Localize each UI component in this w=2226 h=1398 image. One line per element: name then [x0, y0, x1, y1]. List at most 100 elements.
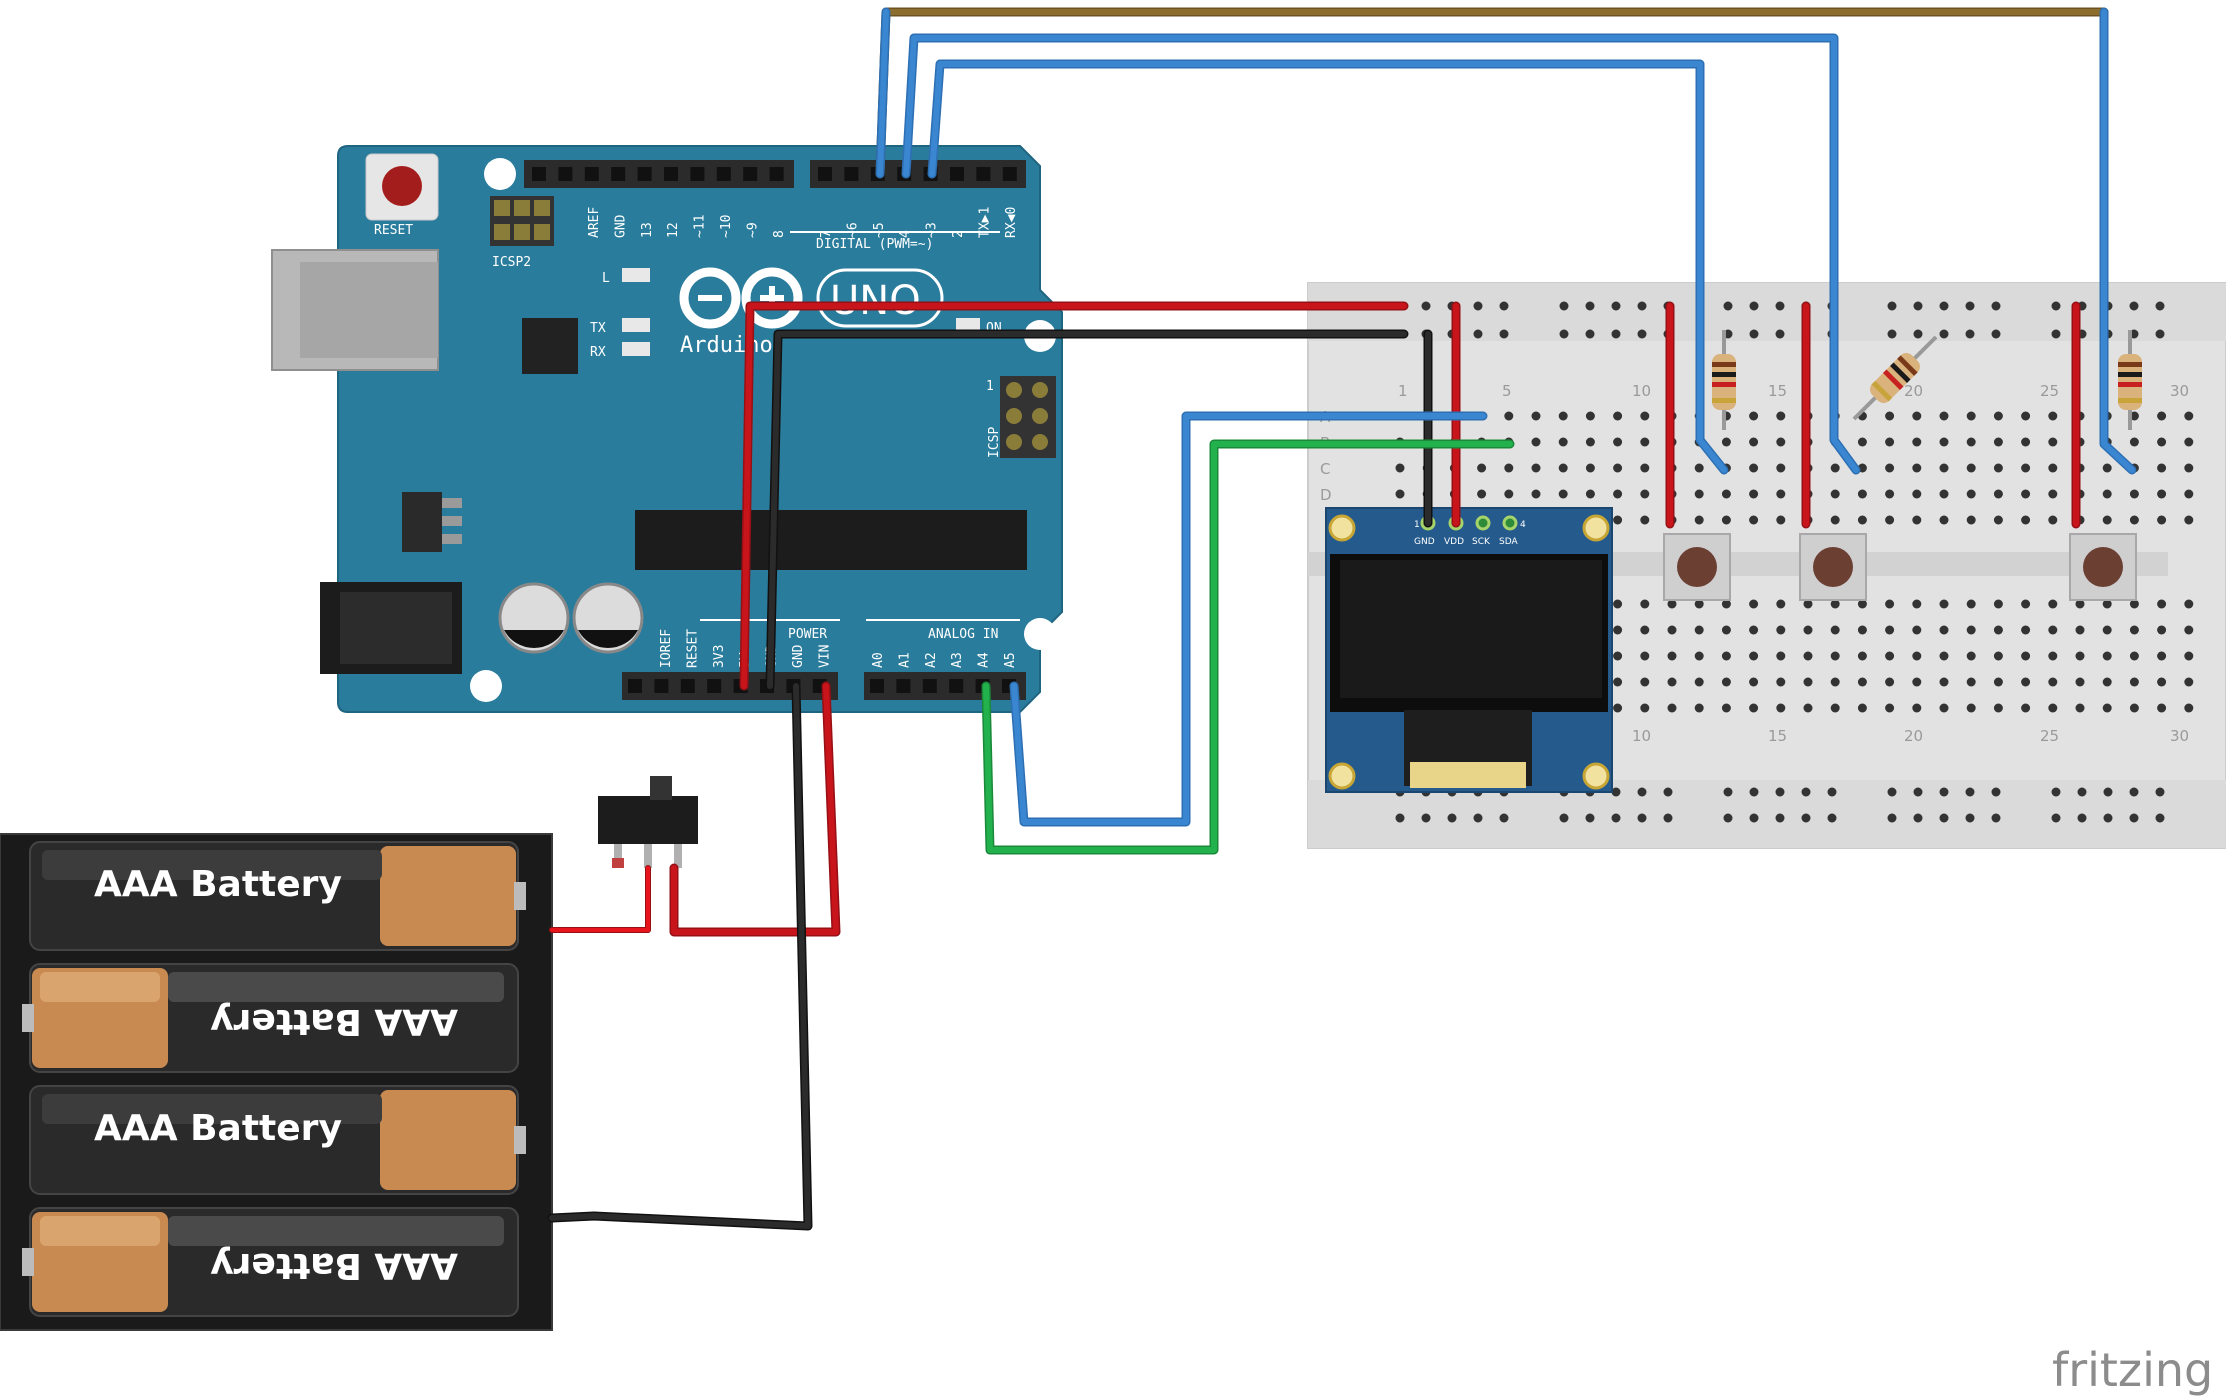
bb-hole [1776, 677, 1786, 687]
bb-rail-hole [1421, 301, 1431, 311]
bb-hole [1721, 515, 1731, 525]
bb-hole [1640, 677, 1650, 687]
bb-rail-hole [2129, 301, 2139, 311]
bb-hole [1667, 625, 1677, 635]
bb-rail-hole [1913, 787, 1923, 797]
bb-hole [2102, 599, 2112, 609]
digital-pin-label: 7 [819, 230, 834, 238]
bb-hole [1613, 489, 1623, 499]
bb-hole [1776, 703, 1786, 713]
bb-rail-hole [1585, 301, 1595, 311]
bb-rail-hole [1965, 787, 1975, 797]
bb-hole [1857, 625, 1867, 635]
bb-hole [1912, 515, 1922, 525]
bb-hole [2102, 625, 2112, 635]
bb-hole [1776, 599, 1786, 609]
bb-hole [2129, 703, 2139, 713]
digital-pin-label: AREF [587, 207, 602, 238]
bb-hole [1721, 625, 1731, 635]
bb-hole [2129, 437, 2139, 447]
aaa-battery: AAA Battery [22, 963, 519, 1073]
bb-hole [2021, 515, 2031, 525]
icsp2-label: ICSP2 [492, 255, 531, 270]
bb-hole [1613, 625, 1623, 635]
icsp-label: ICSP [987, 427, 1002, 458]
bb-hole [2129, 515, 2139, 525]
icsp2-header [490, 196, 554, 246]
bb-hole [1912, 703, 1922, 713]
digital-pin-label: TX▶1 [977, 207, 992, 238]
bb-hole [1694, 651, 1704, 661]
bb-hole [1912, 651, 1922, 661]
bb-hole [1721, 677, 1731, 687]
bb-hole [1667, 599, 1677, 609]
mount-hole [1024, 618, 1056, 650]
header-pin [558, 167, 573, 181]
bb-hole [2184, 463, 2194, 473]
digital-pin-label: 8 [772, 230, 787, 238]
bb-hole [1585, 489, 1595, 499]
bb-rail-hole [1939, 787, 1949, 797]
led-l [622, 268, 650, 282]
bb-rail-hole [1473, 301, 1483, 311]
bb-hole [1830, 463, 1840, 473]
bb-hole [1857, 515, 1867, 525]
bb-hole [2184, 703, 2194, 713]
bb-rail-hole [1723, 813, 1733, 823]
digital-pin-label: 4 [898, 230, 913, 238]
board-model: UNO [830, 278, 921, 324]
bb-rail-hole [1939, 329, 1949, 339]
bb-hole [1939, 677, 1949, 687]
bb-hole [2075, 599, 2085, 609]
digital-pin-label: ~3 [925, 222, 940, 238]
header-pin [690, 167, 705, 181]
bb-hole [2048, 651, 2058, 661]
bb-hole [1694, 463, 1704, 473]
bb-hole [2184, 437, 2194, 447]
bb-col-1: 1 [1398, 382, 1408, 400]
bb-hole [1613, 463, 1623, 473]
bb-hole [1939, 463, 1949, 473]
bb-hole [2129, 625, 2139, 635]
bb-hole [1912, 463, 1922, 473]
bb-hole [1694, 489, 1704, 499]
bb-hole [2102, 703, 2112, 713]
bb-hole [2129, 599, 2139, 609]
bb-hole [1803, 625, 1813, 635]
bb-rail-hole [2051, 813, 2061, 823]
bb-hole [1613, 515, 1623, 525]
bb-hole [1585, 411, 1595, 421]
bb-hole [1830, 651, 1840, 661]
bb-hole [1885, 515, 1895, 525]
bb-rail-hole [1913, 813, 1923, 823]
led-l-label: L [602, 271, 610, 286]
bb-hole [1912, 677, 1922, 687]
slide-switch[interactable] [598, 776, 698, 868]
bb-hole [1966, 625, 1976, 635]
wire-d5-button3 [875, 7, 2109, 255]
bb-col-15-bottom: 15 [1768, 727, 1787, 745]
bb-hole [2157, 703, 2167, 713]
bb-hole [2157, 625, 2167, 635]
bb-hole [1749, 703, 1759, 713]
bb-rail-hole [1585, 813, 1595, 823]
bb-hole [1477, 463, 1487, 473]
bb-rail-hole [1611, 813, 1621, 823]
bb-hole [1857, 677, 1867, 687]
bb-hole [1885, 651, 1895, 661]
bb-hole [1912, 625, 1922, 635]
power-header [622, 672, 838, 700]
bb-hole [1667, 703, 1677, 713]
bb-col-15: 15 [1768, 382, 1787, 400]
bb-rail-hole [1887, 301, 1897, 311]
digital-pin-label: 2 [951, 230, 966, 238]
bb-rail-hole [2051, 329, 2061, 339]
bb-hole [2048, 599, 2058, 609]
digital-pin-label: ~9 [745, 222, 760, 238]
reset-button[interactable] [365, 153, 439, 221]
bb-hole [2075, 703, 2085, 713]
led-rx [622, 342, 650, 356]
bb-rail-hole [1887, 813, 1897, 823]
bb-hole [1667, 677, 1677, 687]
bb-rail-hole [1611, 329, 1621, 339]
